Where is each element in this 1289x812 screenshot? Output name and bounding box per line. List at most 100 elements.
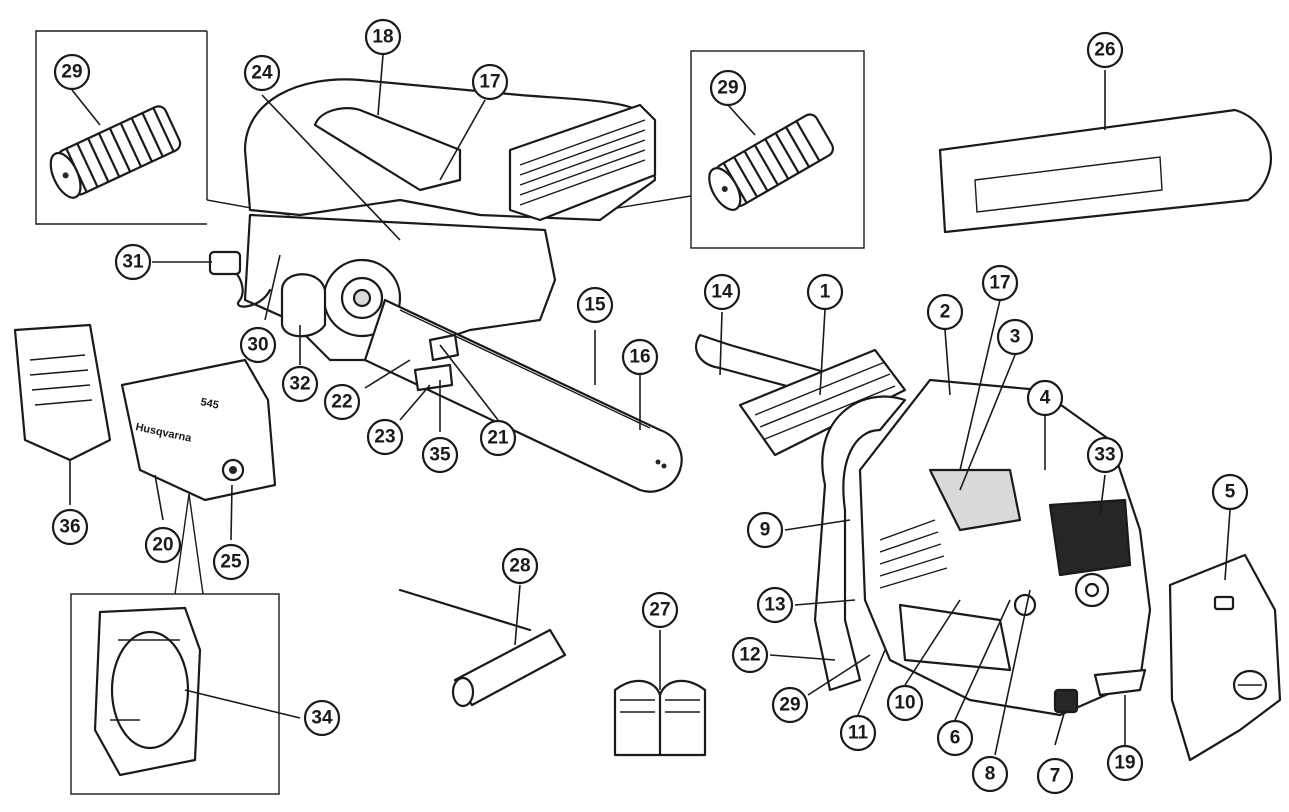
callout-c10: 10 (886, 684, 924, 722)
callout-circle (1026, 379, 1064, 417)
callout-leaders (69, 54, 1231, 756)
callout-circle (1086, 436, 1124, 474)
callout-c36: 36 (51, 508, 89, 546)
callout-c8: 8 (971, 755, 1009, 793)
chain-cover: Husqvarna 545 (120, 358, 277, 502)
callout-c26: 26 (1086, 31, 1124, 69)
callout-number: 17 (479, 72, 500, 93)
callout-c29a: 29 (53, 53, 91, 91)
chain-cover-model-text: 545 (199, 396, 219, 412)
callout-circle (366, 418, 404, 456)
callout-c27: 27 (641, 591, 679, 629)
chainsaw-rear-view (208, 78, 683, 493)
callout-number: 12 (739, 645, 760, 666)
callout-circle (806, 273, 844, 311)
callout-number: 34 (311, 708, 333, 729)
callout-circle (996, 318, 1034, 356)
callout-circle (839, 714, 877, 752)
callout-number: 33 (1094, 445, 1115, 466)
callout-c28: 28 (501, 547, 539, 585)
callout-c14: 14 (703, 273, 741, 311)
callout-number: 16 (629, 347, 650, 368)
callout-circle (709, 69, 747, 107)
callout-c19: 19 (1106, 744, 1144, 782)
callout-circle (886, 684, 924, 722)
callout-circle (936, 719, 974, 757)
callout-number: 23 (374, 427, 395, 448)
callout-circle (479, 419, 517, 457)
guide-bar-cover (938, 108, 1272, 234)
callout-c2: 2 (926, 293, 964, 331)
callout-number: 36 (59, 517, 80, 538)
callout-number: 5 (1225, 482, 1236, 503)
callout-circle (471, 63, 509, 101)
callout-circle (641, 591, 679, 629)
callout-number: 29 (717, 78, 738, 99)
callout-c30: 30 (239, 326, 277, 364)
callout-c21: 21 (479, 419, 517, 457)
chain-cover-inside (93, 606, 202, 777)
callout-c13: 13 (756, 586, 794, 624)
inset-box-chain-cover-inner (70, 493, 280, 795)
callout-c22: 22 (323, 383, 361, 421)
combination-spanner (398, 588, 567, 708)
callouts: 1234567891011121314151617171819202122232… (51, 18, 1249, 795)
callout-c6: 6 (936, 719, 974, 757)
callout-number: 11 (848, 723, 869, 744)
cylinder-cover-left (13, 323, 112, 462)
callout-c17b: 17 (981, 264, 1019, 302)
callout-number: 7 (1050, 766, 1061, 787)
callout-c11: 11 (839, 714, 877, 752)
callout-circle (421, 436, 459, 474)
callout-number: 14 (711, 282, 733, 303)
callout-circle (323, 383, 361, 421)
callout-circle (281, 365, 319, 403)
callout-number: 15 (584, 295, 606, 316)
callout-c4: 4 (1026, 379, 1064, 417)
callout-circle (971, 755, 1009, 793)
callout-number: 21 (487, 428, 509, 449)
callout-number: 30 (247, 335, 268, 356)
callout-c15: 15 (576, 286, 614, 324)
callout-c29c: 29 (771, 686, 809, 724)
callout-c31: 31 (114, 243, 152, 281)
callout-c23: 23 (366, 418, 404, 456)
callout-circle (364, 18, 402, 56)
callout-number: 19 (1114, 753, 1135, 774)
callout-c20: 20 (144, 526, 182, 564)
callout-circle (746, 511, 784, 549)
callout-number: 4 (1040, 388, 1051, 409)
callout-c3: 3 (996, 318, 1034, 356)
callout-number: 31 (122, 252, 144, 273)
callout-c17a: 17 (471, 63, 509, 101)
callout-c32: 32 (281, 365, 319, 403)
callout-circle (212, 543, 250, 581)
grip-texture (519, 119, 646, 206)
callout-number: 1 (820, 282, 831, 303)
callout-circle (703, 273, 741, 311)
callout-number: 3 (1010, 327, 1021, 348)
callout-circle (144, 526, 182, 564)
callout-circle (501, 547, 539, 585)
callout-number: 24 (251, 63, 273, 84)
callout-c9: 9 (746, 511, 784, 549)
callout-c16: 16 (621, 338, 659, 376)
callout-number: 6 (950, 728, 961, 749)
callout-number: 32 (289, 374, 310, 395)
callout-number: 28 (509, 556, 530, 577)
callout-circle (53, 53, 91, 91)
callout-circle (239, 326, 277, 364)
callout-number: 8 (985, 764, 996, 785)
cooling-vent (879, 519, 948, 589)
callout-c12: 12 (731, 636, 769, 674)
callout-c35: 35 (421, 436, 459, 474)
callout-circle (731, 636, 769, 674)
callout-number: 13 (764, 595, 785, 616)
callout-number: 35 (429, 445, 451, 466)
callout-number: 22 (331, 392, 352, 413)
callout-number: 27 (649, 600, 670, 621)
callout-c1: 1 (806, 273, 844, 311)
callout-number: 9 (760, 520, 771, 541)
callout-c5: 5 (1211, 473, 1249, 511)
